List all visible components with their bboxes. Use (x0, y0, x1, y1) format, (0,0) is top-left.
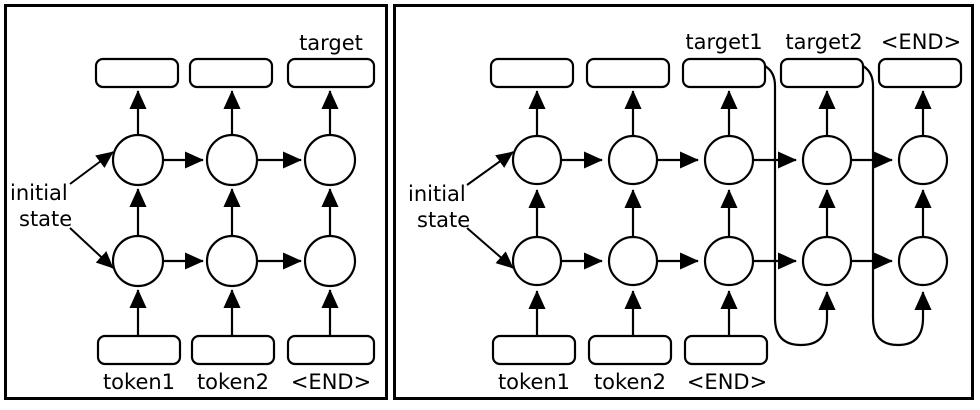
left-upper-cell-3[interactable] (303, 133, 357, 187)
right-feedback-loop-1 (764, 65, 836, 347)
left-initial-state-arrow-upper (69, 151, 114, 185)
left-input-box-1[interactable] (96, 334, 182, 366)
right-upper-cell-5[interactable] (897, 134, 949, 186)
right-upper-cell-3[interactable] (703, 134, 755, 186)
right-input-box-2[interactable] (587, 334, 673, 366)
left-input-label-2: token2 (197, 370, 269, 394)
left-lower-cell-3[interactable] (303, 234, 357, 288)
right-initial-state-arrow-lower (466, 227, 514, 269)
left-upper-cell-1[interactable] (111, 133, 165, 187)
left-input-label-3: <END> (291, 370, 371, 394)
right-upper-cell-2[interactable] (607, 134, 659, 186)
left-panel-frame (4, 4, 388, 400)
left-initial-state-label-line1: initial (10, 181, 68, 205)
right-output-box-4[interactable] (779, 57, 865, 89)
left-initial-state-label-line2: state (19, 207, 72, 231)
left-input-label-1: token1 (103, 370, 175, 394)
right-output-label-3: target1 (685, 30, 762, 54)
right-lower-cell-4[interactable] (801, 235, 853, 287)
right-output-label-5: <END> (881, 30, 961, 54)
right-lower-cell-3[interactable] (703, 235, 755, 287)
right-initial-state-arrow-upper (466, 151, 514, 186)
left-output-box-1[interactable] (94, 57, 180, 89)
right-initial-state-label-line2: state (417, 208, 470, 232)
left-output-box-2[interactable] (188, 57, 274, 89)
right-input-box-3[interactable] (683, 334, 769, 366)
left-lower-cell-2[interactable] (205, 234, 259, 288)
right-output-box-2[interactable] (585, 57, 671, 89)
right-initial-state-label-line1: initial (408, 182, 466, 206)
left-output-box-3[interactable] (286, 57, 376, 89)
right-input-box-1[interactable] (491, 334, 577, 366)
right-input-label-1: token1 (498, 370, 570, 394)
right-output-box-1[interactable] (489, 57, 575, 89)
left-input-box-3[interactable] (286, 334, 376, 366)
left-output-label-3: target (299, 31, 363, 55)
right-output-label-4: target2 (785, 30, 862, 54)
right-input-label-3: <END> (687, 370, 767, 394)
right-panel-frame (393, 4, 974, 400)
right-output-box-5[interactable] (877, 57, 963, 89)
left-lower-cell-1[interactable] (111, 234, 165, 288)
right-lower-cell-5[interactable] (897, 235, 949, 287)
right-upper-cell-1[interactable] (511, 134, 563, 186)
right-output-box-3[interactable] (681, 57, 767, 89)
right-lower-cell-1[interactable] (511, 235, 563, 287)
right-input-label-2: token2 (594, 370, 666, 394)
right-feedback-loop-2 (862, 65, 932, 347)
right-lower-cell-2[interactable] (607, 235, 659, 287)
left-initial-state-arrow-lower (69, 227, 114, 269)
left-upper-cell-2[interactable] (205, 133, 259, 187)
right-upper-cell-4[interactable] (801, 134, 853, 186)
left-input-box-2[interactable] (190, 334, 276, 366)
